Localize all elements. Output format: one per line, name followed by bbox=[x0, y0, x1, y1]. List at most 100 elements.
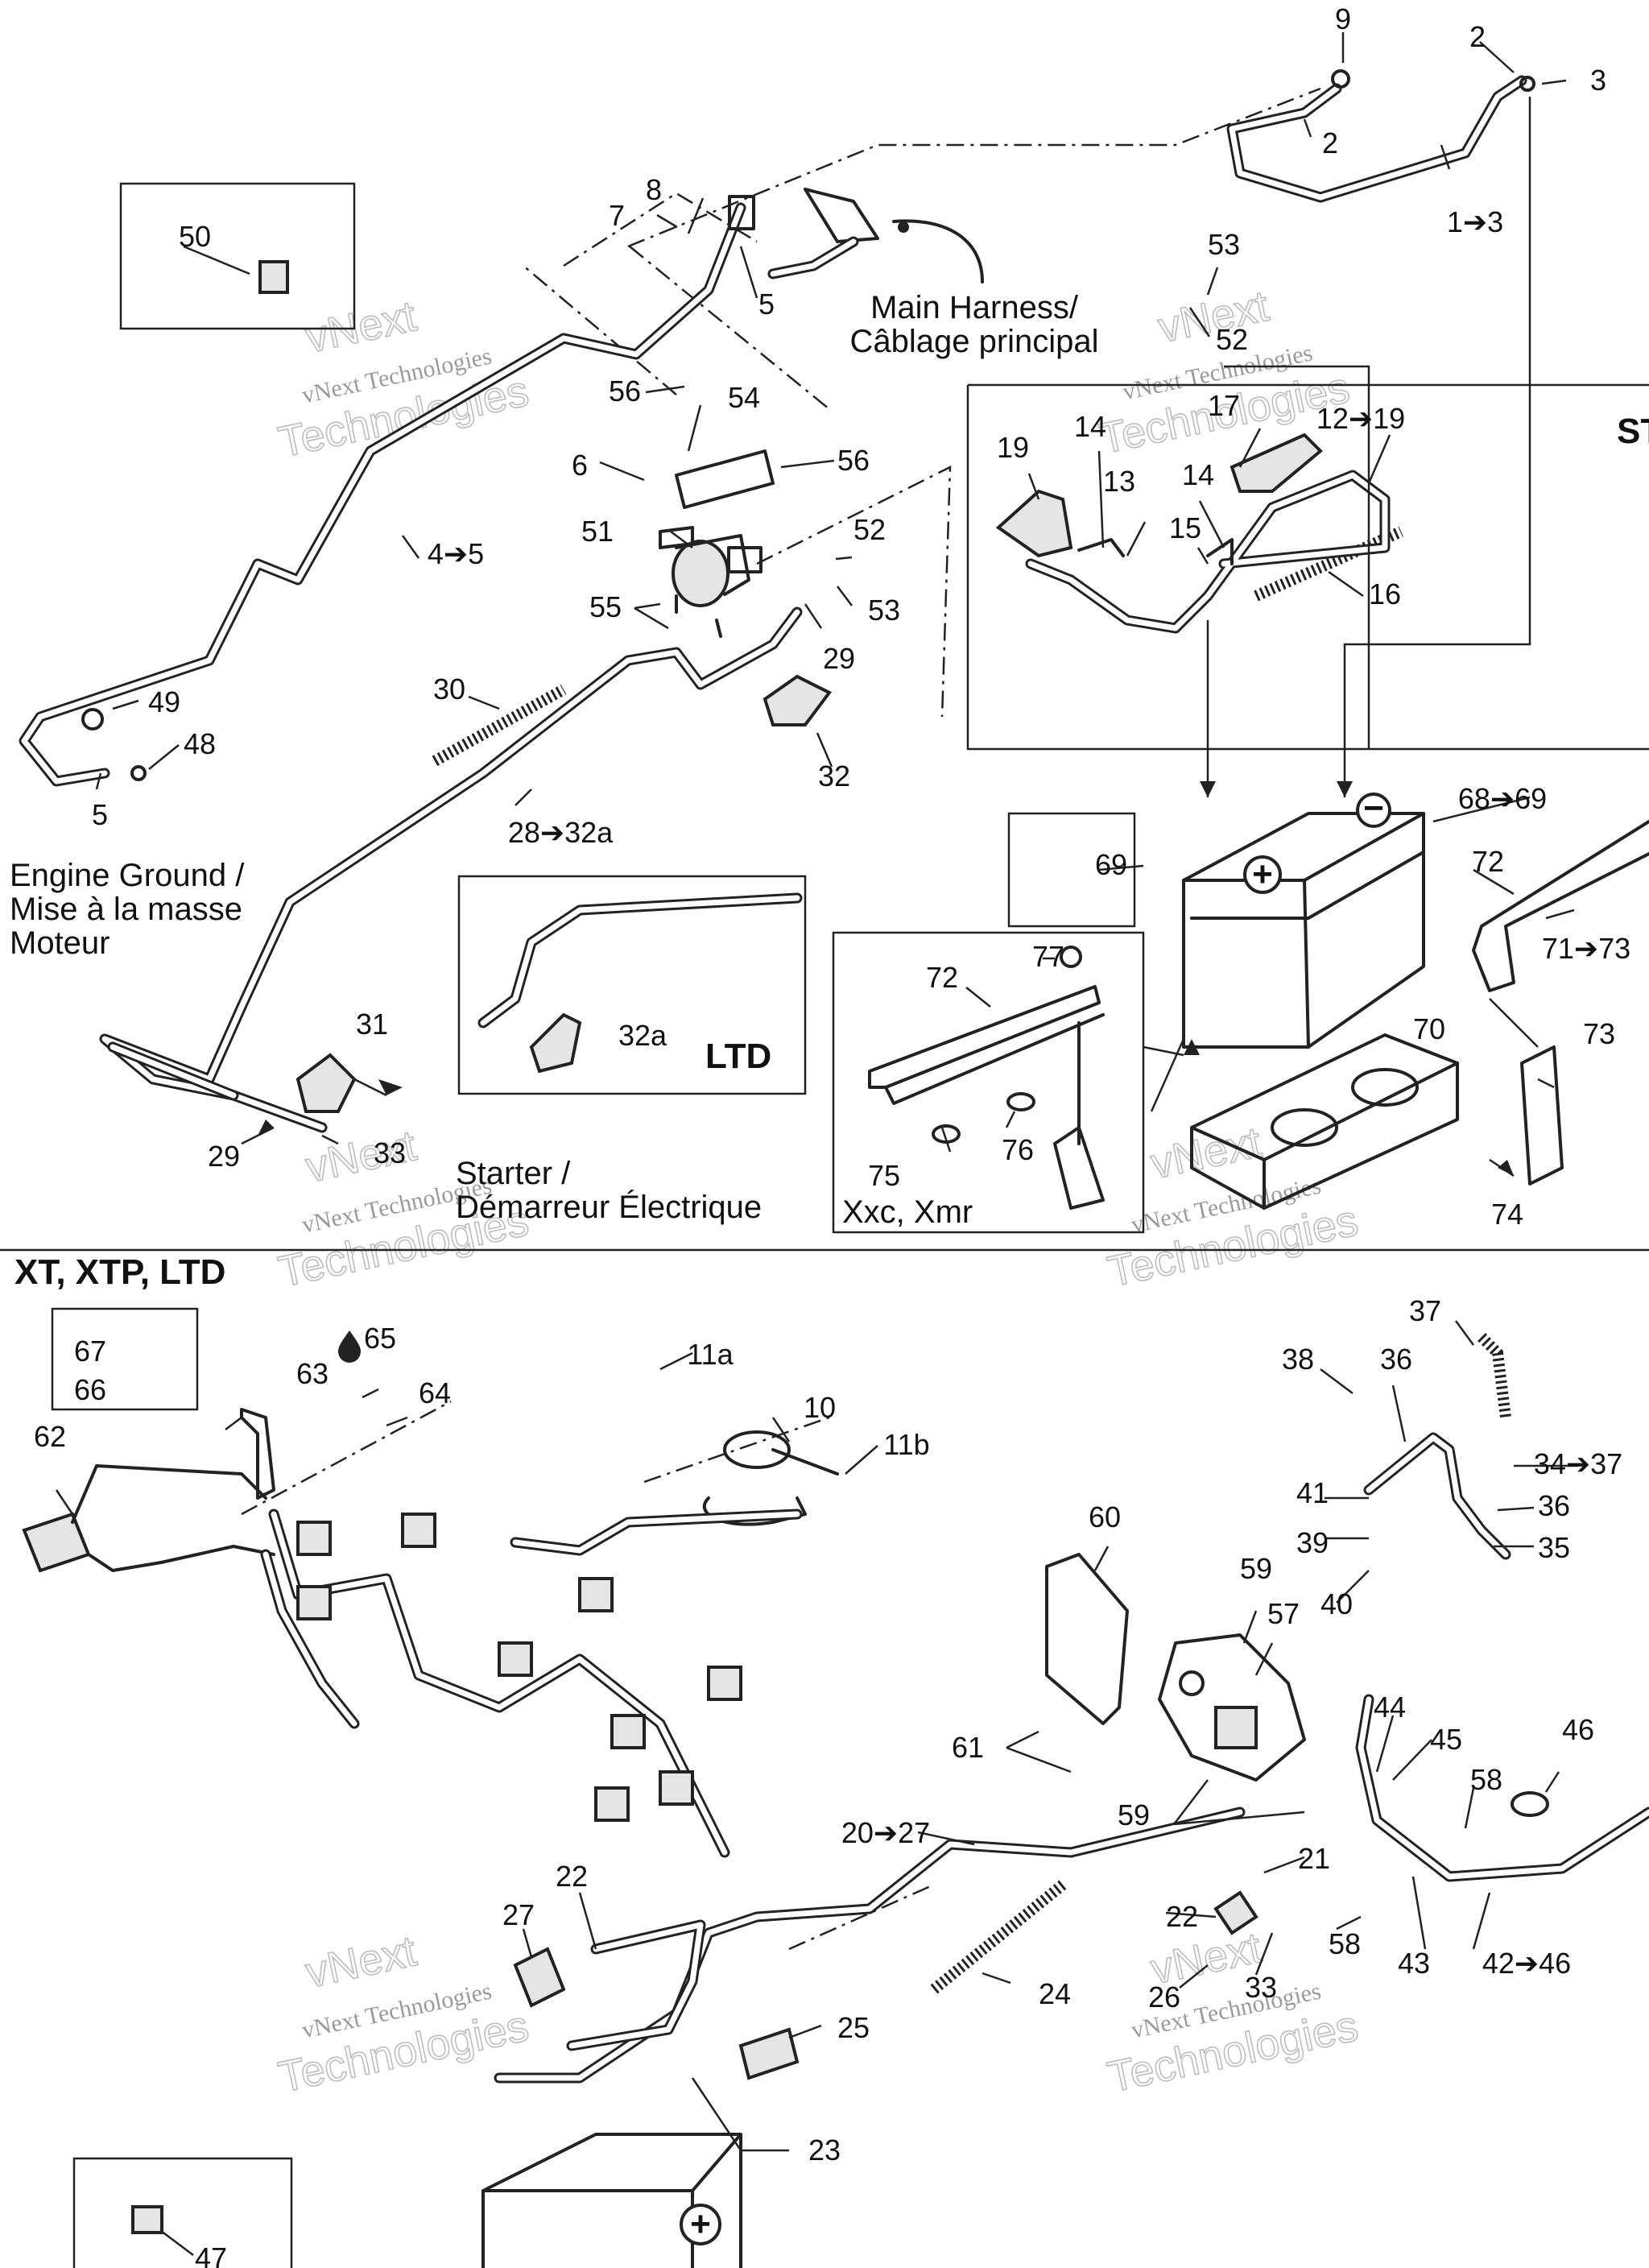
callout-54: 54 bbox=[728, 381, 760, 414]
callout-70: 70 bbox=[1413, 1012, 1445, 1045]
callout-67: 67 bbox=[74, 1335, 106, 1368]
callout-11a: 11a bbox=[687, 1338, 734, 1371]
callout-74: 74 bbox=[1491, 1198, 1523, 1231]
boot-26-icon bbox=[1213, 1890, 1258, 1935]
xxc-xmr-parts bbox=[868, 946, 1105, 1210]
callout-58b: 58 bbox=[1329, 1927, 1361, 1960]
callout-1-3: 1➔3 bbox=[1447, 205, 1503, 238]
callout-33: 33 bbox=[374, 1136, 406, 1169]
callout-21: 21 bbox=[1298, 1842, 1330, 1875]
standard-cable-set bbox=[995, 432, 1391, 634]
callout-23: 23 bbox=[808, 2133, 841, 2167]
watermark-text: vNext bbox=[1154, 282, 1273, 352]
standard-cables-box bbox=[966, 383, 1649, 751]
bracket-73 bbox=[1520, 1045, 1564, 1186]
callout-66: 66 bbox=[74, 1373, 106, 1406]
starter-label: Starter / bbox=[456, 1156, 571, 1191]
callout-25: 25 bbox=[837, 2011, 870, 2044]
callout-77: 77 bbox=[1032, 940, 1064, 973]
ground-cable-4-5 bbox=[19, 195, 755, 787]
main-harness-label-fr: Câblage principal bbox=[849, 324, 1098, 359]
callout-71-73: 71➔73 bbox=[1542, 932, 1630, 965]
battery-tray-70 bbox=[1190, 1033, 1459, 1210]
routing-line bbox=[523, 265, 677, 395]
callout-34-37: 34➔37 bbox=[1534, 1447, 1622, 1480]
callout-43: 43 bbox=[1398, 1947, 1430, 1980]
callout-73: 73 bbox=[1583, 1017, 1615, 1050]
part-47-clip-icon bbox=[131, 2205, 163, 2234]
washer-48-icon bbox=[130, 765, 147, 781]
callout-41: 41 bbox=[1296, 1476, 1329, 1509]
routing-line bbox=[563, 192, 758, 267]
callout-13: 13 bbox=[1103, 465, 1135, 498]
callout-69: 69 bbox=[1095, 848, 1127, 881]
main-harness-62 bbox=[22, 1408, 742, 1858]
leader-lines-top bbox=[95, 32, 1575, 1177]
drop-icon bbox=[338, 1331, 361, 1363]
callout-38: 38 bbox=[1282, 1343, 1314, 1376]
callout-53b: 53 bbox=[868, 594, 900, 627]
boot-25-icon bbox=[738, 2027, 800, 2080]
callout-42-46: 42➔46 bbox=[1482, 1947, 1571, 1980]
boot-32-icon bbox=[763, 674, 833, 726]
callout-27: 27 bbox=[502, 1898, 535, 1931]
callout-35: 35 bbox=[1538, 1531, 1570, 1564]
callout-8: 8 bbox=[646, 173, 662, 206]
callout-47: 47 bbox=[195, 2241, 227, 2268]
battery-positive-terminal-icon bbox=[1243, 855, 1282, 894]
callout-17: 17 bbox=[1208, 389, 1240, 422]
starter-cable-28-32a bbox=[99, 606, 803, 1133]
leader-lines-bottom bbox=[55, 1320, 1578, 2256]
callout-29: 29 bbox=[823, 642, 855, 675]
battery-positive-label: + bbox=[1252, 855, 1273, 894]
callout-15: 15 bbox=[1169, 511, 1201, 544]
callout-29b: 29 bbox=[208, 1140, 240, 1173]
callout-59b: 59 bbox=[1118, 1798, 1150, 1831]
callout-45: 45 bbox=[1430, 1723, 1462, 1756]
callout-56: 56 bbox=[609, 375, 641, 408]
cable-42-46 bbox=[1355, 1694, 1649, 1882]
callout-26: 26 bbox=[1148, 1980, 1180, 2013]
watermark-text: vNext bbox=[302, 292, 421, 362]
callout-36: 36 bbox=[1380, 1343, 1412, 1376]
battery-positive-terminal-icon bbox=[680, 2204, 721, 2245]
callout-64: 64 bbox=[419, 1376, 451, 1409]
callout-53: 53 bbox=[1208, 228, 1240, 261]
callout-30: 30 bbox=[433, 673, 465, 706]
callout-5: 5 bbox=[758, 288, 775, 321]
part-50-box bbox=[119, 182, 356, 330]
callout-36b: 36 bbox=[1538, 1489, 1570, 1522]
callout-31: 31 bbox=[356, 1008, 388, 1041]
ground-cable-1 bbox=[1226, 69, 1535, 203]
callout-20-27: 20➔27 bbox=[841, 1816, 930, 1849]
battery-assembly: + − bbox=[1182, 788, 1425, 1049]
callout-32a: 32a bbox=[618, 1019, 667, 1052]
callout-50: 50 bbox=[179, 220, 211, 253]
boot-27-icon bbox=[513, 1947, 566, 2008]
callout-72: 72 bbox=[1472, 845, 1504, 878]
battery-negative-terminal-icon bbox=[1356, 793, 1391, 828]
callout-51: 51 bbox=[581, 515, 614, 548]
callout-39: 39 bbox=[1296, 1526, 1329, 1559]
part-50-clip-icon bbox=[258, 260, 289, 294]
engine-ground-label-fr1: Mise à la masse bbox=[10, 892, 242, 927]
callout-9: 9 bbox=[1335, 2, 1351, 35]
callout-37: 37 bbox=[1409, 1294, 1441, 1327]
engine-ground-label: Engine Ground / bbox=[10, 858, 245, 893]
callout-19: 19 bbox=[997, 431, 1029, 464]
callout-3: 3 bbox=[1590, 64, 1606, 97]
routing-line bbox=[788, 1883, 935, 1951]
spiral-sleeve-16 bbox=[1254, 526, 1403, 602]
callout-2b: 2 bbox=[1322, 126, 1338, 159]
cable-34-37 bbox=[1363, 1333, 1511, 1560]
spiral-sleeve-24 bbox=[930, 1880, 1067, 1994]
callout-10: 10 bbox=[804, 1391, 836, 1424]
callout-76: 76 bbox=[1002, 1133, 1034, 1166]
part-47-box bbox=[72, 2157, 293, 2268]
label-group: Main Harness/ Câblage principal Engine G… bbox=[10, 290, 1649, 1292]
ltd-inset-box bbox=[457, 875, 807, 1095]
callout-59: 59 bbox=[1240, 1552, 1272, 1585]
callout-6: 6 bbox=[572, 449, 588, 482]
callout-24: 24 bbox=[1039, 1977, 1071, 2010]
